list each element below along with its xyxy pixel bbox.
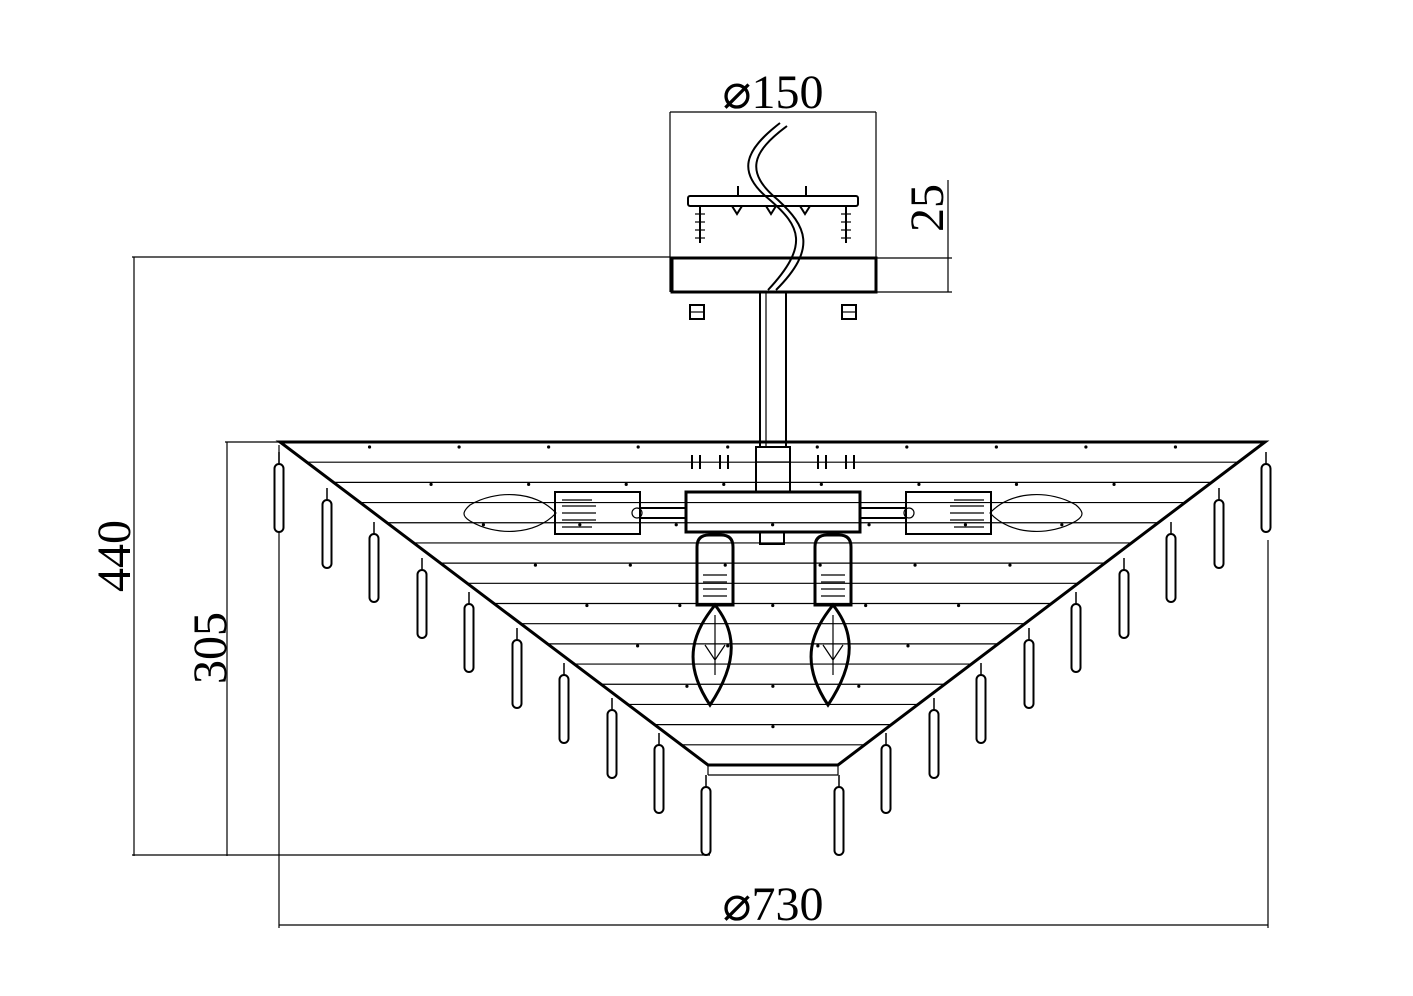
rivet — [864, 603, 868, 608]
center-hub — [640, 455, 906, 545]
shade-diameter-label: ⌀730 — [723, 878, 824, 931]
rivet — [1173, 445, 1178, 449]
crystal-drop — [975, 663, 987, 744]
rivet — [867, 523, 871, 527]
crystal-drops — [273, 452, 1272, 856]
rivet — [771, 603, 775, 608]
rivet — [628, 563, 632, 567]
rivet — [816, 644, 820, 648]
rivet — [527, 482, 531, 486]
crystal-drop — [653, 733, 665, 814]
crystal-drop — [880, 733, 892, 814]
rivet — [723, 563, 727, 567]
rivet — [956, 603, 961, 608]
crystal-drop — [1213, 488, 1225, 569]
rivet — [818, 563, 822, 567]
rivet — [578, 523, 582, 527]
rivet — [905, 445, 909, 449]
rivet — [913, 563, 917, 567]
rivet — [906, 644, 910, 648]
rivet — [585, 603, 589, 608]
rivet — [457, 445, 461, 449]
rivet — [1112, 482, 1116, 486]
crystal-drop — [1165, 522, 1177, 603]
crystal-drop — [1118, 558, 1130, 639]
crystal-drop — [1070, 592, 1082, 673]
ceiling-canopy — [670, 186, 878, 320]
rivet — [636, 445, 640, 449]
total-height-label: 440 — [88, 520, 141, 592]
side-bulb-right — [903, 491, 1083, 535]
canopy-height-label: 25 — [901, 184, 954, 232]
rivet — [917, 482, 921, 486]
rivet — [963, 523, 968, 527]
crystal-drop — [511, 628, 523, 709]
crystal-drop — [558, 663, 570, 744]
crystal-drop — [606, 698, 618, 779]
rivet — [636, 644, 640, 648]
rivet — [533, 563, 538, 567]
rivet — [481, 523, 486, 527]
rivet — [547, 445, 551, 449]
crystal-drop — [321, 488, 333, 569]
rivet — [726, 445, 730, 449]
side-bulb-left — [463, 491, 643, 535]
rivet — [1014, 482, 1019, 486]
shade-frame — [275, 440, 1270, 776]
rivet — [624, 482, 628, 486]
rivet — [367, 445, 372, 449]
rivet — [1060, 523, 1064, 527]
rivet — [429, 482, 433, 486]
rivet — [771, 523, 775, 527]
crystal-drop — [833, 775, 845, 856]
crystal-drop — [1260, 452, 1272, 533]
rivet — [685, 684, 689, 688]
rivet — [771, 684, 775, 688]
rivet — [674, 523, 678, 527]
rivet — [994, 445, 998, 449]
crystal-drop — [928, 698, 940, 779]
bulb-left — [691, 533, 735, 708]
crystal-drop — [700, 775, 712, 856]
crystal-drop — [368, 522, 380, 603]
crystal-drop — [463, 592, 475, 673]
rivet — [1084, 445, 1088, 449]
rivet — [771, 725, 775, 729]
canopy-diameter-label: ⌀150 — [723, 66, 824, 119]
crystal-drop — [273, 452, 285, 533]
rivet — [678, 603, 682, 608]
bulb-right — [809, 533, 853, 708]
rivet — [1008, 563, 1012, 567]
rivet — [819, 482, 823, 486]
rivet — [726, 644, 730, 648]
crystal-drop — [416, 558, 428, 639]
crystal-drop — [1023, 628, 1035, 709]
shade-height-label: 305 — [184, 612, 237, 684]
rivet — [722, 482, 726, 486]
rivet — [815, 445, 819, 449]
rivet — [857, 684, 861, 688]
power-cord — [747, 122, 797, 291]
